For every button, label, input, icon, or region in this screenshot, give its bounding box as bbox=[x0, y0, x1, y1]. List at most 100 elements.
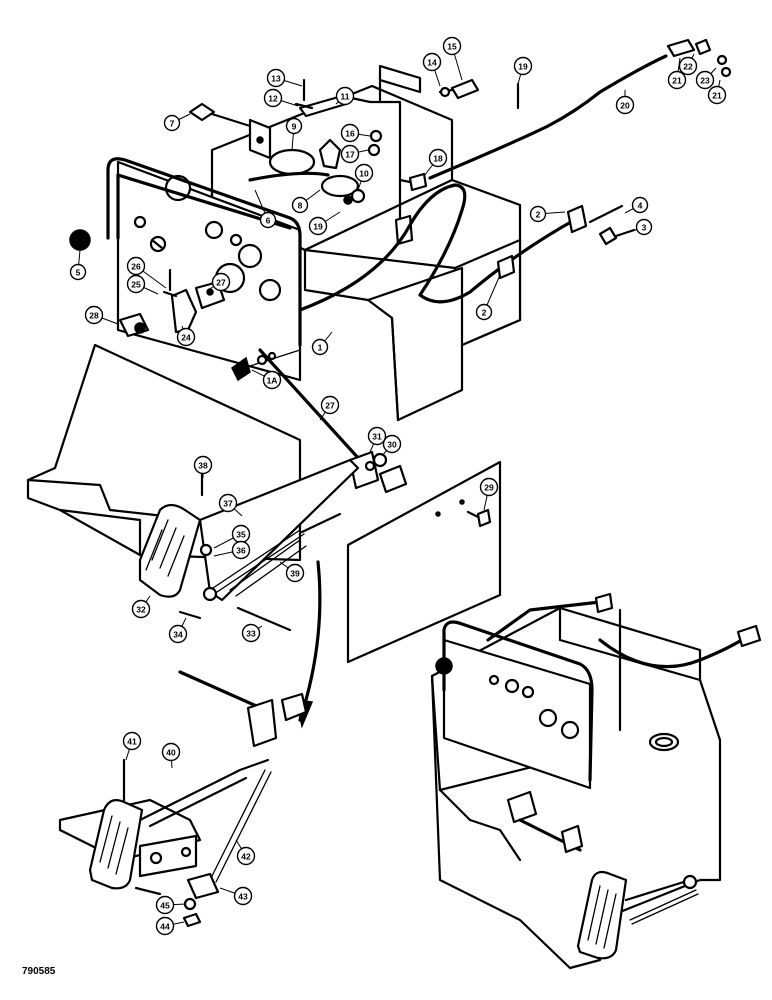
callout-balloon bbox=[479, 477, 499, 497]
callout-number: 18 bbox=[433, 154, 443, 164]
callout-39: 39 bbox=[279, 561, 305, 583]
callout-balloon bbox=[193, 455, 213, 475]
callout-32: 32 bbox=[131, 595, 151, 619]
callout-12: 12 bbox=[263, 88, 299, 108]
callout-6: 6 bbox=[254, 189, 277, 229]
callout-balloon bbox=[335, 86, 355, 106]
callout-19: 19 bbox=[308, 211, 341, 236]
callout-number: 25 bbox=[131, 280, 141, 290]
callout-25: 25 bbox=[126, 274, 159, 295]
callout-38: 38 bbox=[193, 455, 213, 478]
callout-40: 40 bbox=[161, 742, 181, 769]
callout-number: 10 bbox=[359, 169, 369, 179]
callout-balloon bbox=[529, 205, 547, 223]
callout-8: 8 bbox=[291, 189, 321, 214]
pedal-assembly-upper bbox=[138, 348, 408, 632]
callout-1a: 1A bbox=[251, 369, 282, 390]
callout-number: 30 bbox=[387, 440, 397, 450]
callout-number: 42 bbox=[241, 852, 251, 862]
callout-3: 3 bbox=[629, 218, 653, 236]
callout-balloon bbox=[126, 274, 146, 294]
callout-37: 37 bbox=[218, 493, 243, 517]
callout-balloon bbox=[263, 88, 283, 108]
callout-28: 28 bbox=[84, 305, 119, 325]
callout-balloon bbox=[211, 272, 231, 292]
callout-balloon bbox=[695, 70, 715, 90]
callout-number: 4 bbox=[638, 201, 643, 211]
callout-number: 13 bbox=[271, 74, 281, 84]
callout-number: 6 bbox=[266, 216, 271, 226]
callout-35: 35 bbox=[213, 524, 251, 549]
callout-5: 5 bbox=[69, 249, 87, 281]
callout-balloon bbox=[155, 916, 175, 936]
callout-number: 27 bbox=[216, 278, 226, 288]
callout-42: 42 bbox=[235, 839, 256, 866]
callout-21: 21 bbox=[707, 79, 727, 105]
callout-11: 11 bbox=[335, 86, 355, 106]
callout-balloon bbox=[233, 886, 253, 906]
callout-2: 2 bbox=[475, 274, 501, 321]
callout-27: 27 bbox=[319, 395, 340, 421]
callout-balloon bbox=[285, 563, 305, 583]
callout-balloon bbox=[615, 95, 635, 115]
callout-number: 9 bbox=[292, 122, 297, 132]
callout-number: 2 bbox=[536, 210, 541, 220]
callout-balloon bbox=[340, 123, 360, 143]
callout-number: 34 bbox=[173, 630, 183, 640]
throttle-lever-parts bbox=[188, 64, 520, 246]
callout-number: 24 bbox=[181, 333, 191, 343]
callout-balloon bbox=[513, 56, 533, 76]
callout-number: 21 bbox=[672, 76, 682, 86]
callout-26: 26 bbox=[126, 256, 167, 289]
callout-balloon bbox=[422, 52, 442, 72]
assembled-inset-view bbox=[430, 592, 762, 970]
callout-20: 20 bbox=[615, 90, 635, 115]
callout-number: 27 bbox=[325, 401, 335, 411]
callout-balloon bbox=[707, 85, 727, 105]
callout-21: 21 bbox=[667, 57, 687, 90]
callout-number: 29 bbox=[484, 483, 494, 493]
callout-34: 34 bbox=[168, 617, 188, 644]
callout-balloon bbox=[126, 256, 146, 276]
callout-4: 4 bbox=[624, 196, 649, 214]
callout-30: 30 bbox=[381, 434, 402, 457]
callout-balloon bbox=[163, 114, 181, 132]
callout-22: 22 bbox=[678, 53, 698, 76]
callout-24: 24 bbox=[176, 325, 196, 347]
callout-balloon bbox=[631, 196, 649, 214]
linkage-24-28 bbox=[118, 268, 226, 338]
callout-balloon bbox=[131, 599, 151, 619]
callout-number: 32 bbox=[136, 605, 146, 615]
callout-number: 36 bbox=[236, 546, 246, 556]
throttle-cables bbox=[69, 38, 732, 312]
callout-balloon bbox=[291, 196, 309, 214]
callout-balloon bbox=[285, 117, 303, 135]
callout-number: 37 bbox=[223, 499, 233, 509]
callout-balloon bbox=[311, 338, 329, 356]
callout-29: 29 bbox=[479, 477, 499, 511]
callout-number: 39 bbox=[290, 569, 300, 579]
callout-number: 15 bbox=[447, 42, 457, 52]
callout-number: 20 bbox=[620, 101, 630, 111]
callout-number: 35 bbox=[236, 530, 246, 540]
callout-balloon bbox=[218, 493, 238, 513]
callout-balloon bbox=[340, 144, 360, 164]
callout-balloon bbox=[161, 742, 181, 762]
callout-number: 38 bbox=[198, 461, 208, 471]
callout-10: 10 bbox=[354, 163, 374, 191]
callout-1: 1 bbox=[311, 331, 333, 356]
callout-balloon bbox=[168, 624, 188, 644]
callout-44: 44 bbox=[155, 916, 185, 936]
callout-number: 22 bbox=[683, 62, 693, 72]
callout-number: 8 bbox=[298, 201, 303, 211]
callout-balloon bbox=[84, 305, 104, 325]
callout-balloon bbox=[231, 540, 251, 560]
callout-number: 11 bbox=[341, 92, 350, 102]
callout-number: 14 bbox=[427, 58, 437, 68]
callout-balloon bbox=[122, 731, 142, 751]
callout-number: 40 bbox=[166, 748, 176, 758]
callout-number: 19 bbox=[313, 222, 323, 232]
callout-number: 16 bbox=[345, 129, 355, 139]
callout-number: 1A bbox=[267, 376, 278, 386]
